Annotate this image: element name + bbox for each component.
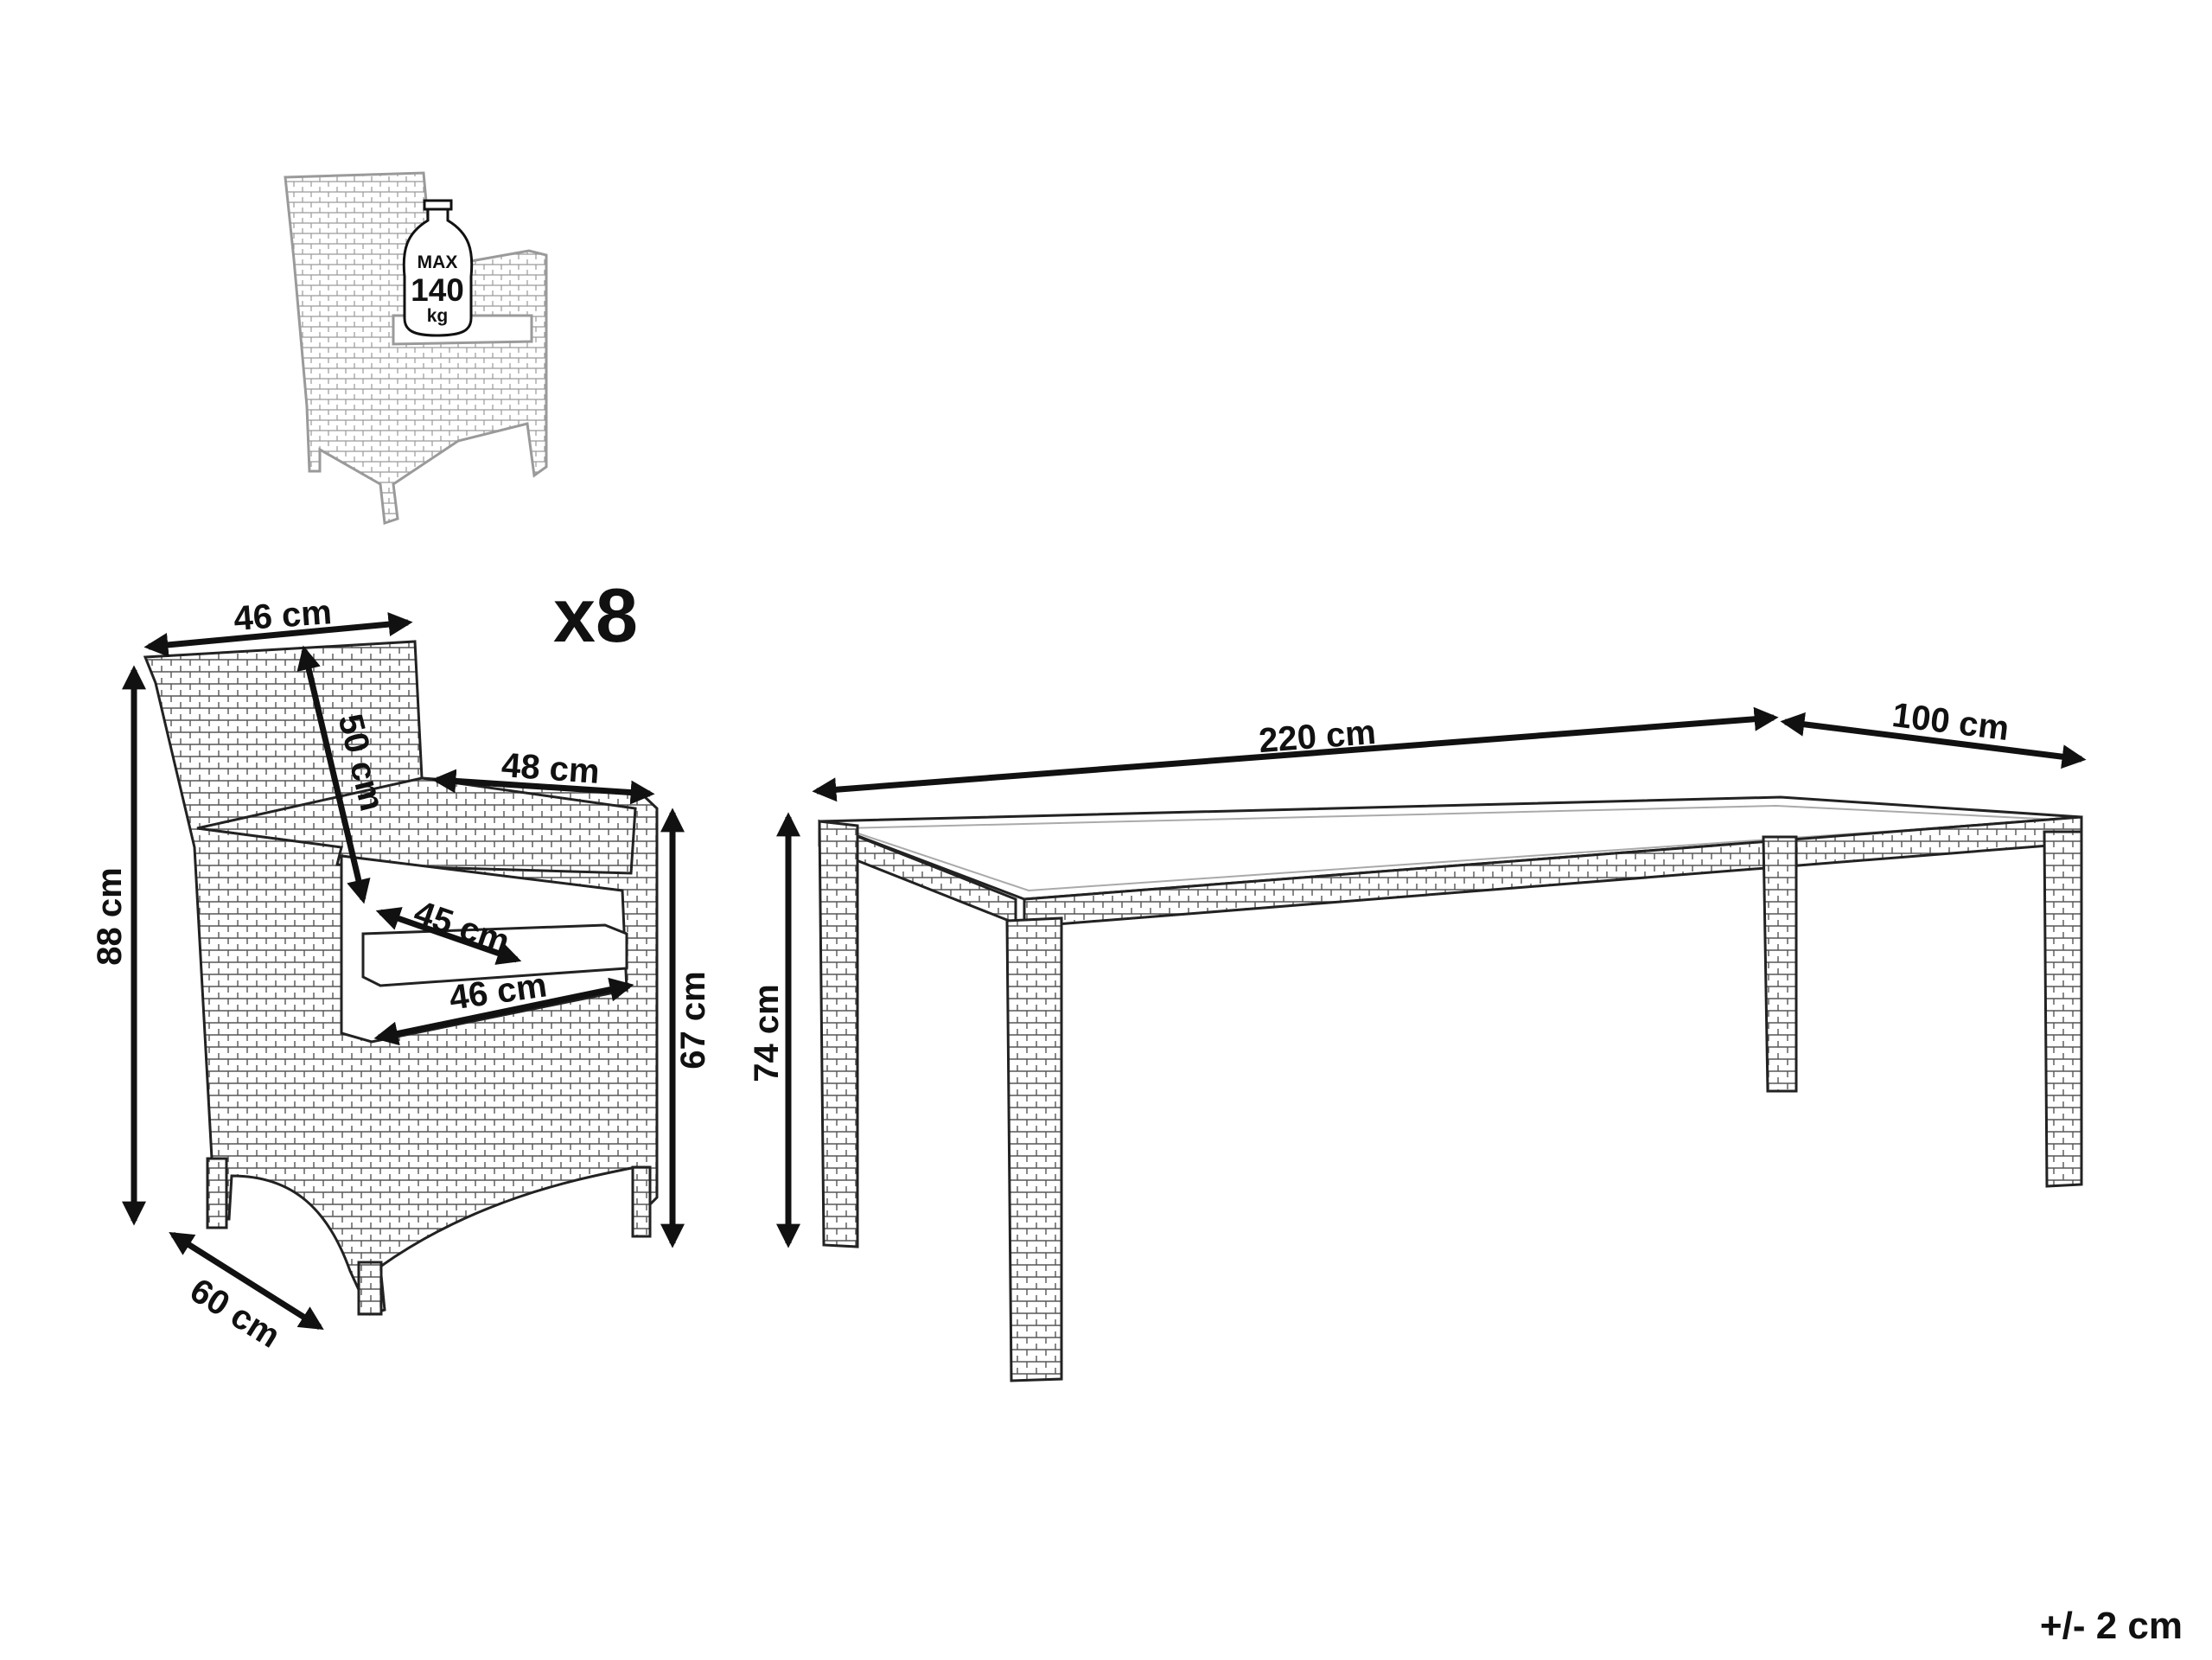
small-chair-illustration [284, 171, 548, 526]
table-height-label: 74 cm [748, 984, 786, 1082]
chair-width-top-label: 46 cm [233, 593, 333, 638]
max-weight-badge: MAX 140 kg [402, 199, 474, 337]
chair-depth-label: 60 cm [183, 1271, 287, 1355]
quantity-label: x8 [553, 572, 638, 658]
max-label: MAX [418, 252, 458, 272]
tolerance-label: +/- 2 cm [2040, 1605, 2183, 1647]
table-illustration [818, 795, 2083, 1382]
chair-illustration [143, 640, 659, 1316]
chair-arm-height-label: 67 cm [674, 971, 712, 1069]
table-dimension-lines [776, 706, 2087, 1248]
weight-unit: kg [427, 306, 449, 326]
chair-total-height-label: 88 cm [91, 867, 129, 965]
table-length-label: 220 cm [1258, 713, 1378, 760]
chair-dimension-lines [122, 612, 685, 1330]
chair-arm-depth-label: 48 cm [500, 746, 601, 791]
weight-value: 140 [411, 272, 464, 308]
